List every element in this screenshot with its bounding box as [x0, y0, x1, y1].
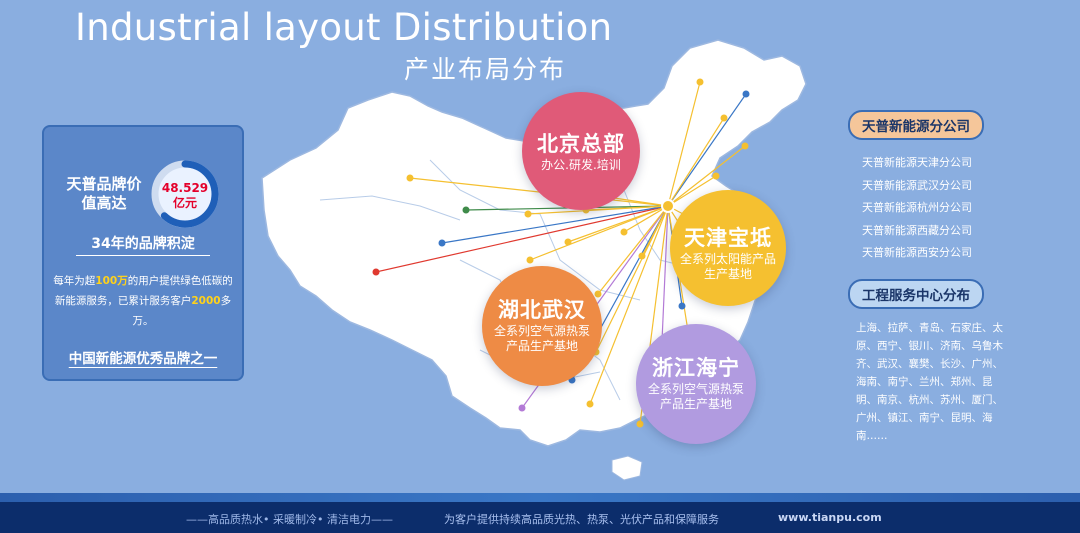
title-chinese: 产业布局分布	[404, 55, 567, 84]
list-item: 天普新能源西安分公司	[862, 246, 972, 259]
city-dot	[564, 238, 572, 246]
city-dot	[620, 228, 628, 236]
bubble-beijing-title: 北京总部	[537, 132, 625, 156]
bubble-zhejiang-title: 浙江海宁	[652, 356, 740, 380]
brand-value-label: 天普品牌价值高达	[66, 175, 142, 212]
divider-line	[76, 255, 210, 256]
bubble-tianjin-title: 天津宝坻	[684, 226, 772, 250]
branches-heading: 天普新能源分公司	[848, 110, 984, 140]
city-dot	[696, 78, 704, 86]
route-line	[597, 205, 669, 295]
route-line	[667, 145, 746, 207]
hub-beijing	[661, 199, 675, 213]
city-dot	[678, 302, 686, 310]
service-heading: 工程服务中心分布	[848, 278, 984, 309]
city-dot	[518, 404, 526, 412]
bubble-zhejiang-sub: 全系列空气源热泵产品生产基地	[647, 382, 744, 411]
bubble-beijing-sub: 办公.研发.培训	[541, 158, 621, 172]
brand-heritage: 34年的品牌积淀	[91, 236, 195, 252]
bubble-beijing: 北京总部 办公.研发.培训	[522, 92, 640, 210]
city-dot	[524, 210, 532, 218]
route-line	[585, 205, 669, 211]
route-line	[441, 205, 669, 244]
city-dot	[742, 90, 750, 98]
hainan-island	[611, 455, 643, 481]
route-line	[641, 205, 669, 257]
service-cities: 上海、拉萨、青岛、石家庄、太原、西宁、银川、济南、乌鲁木齐、武汉、襄樊、长沙、广…	[856, 321, 1003, 442]
route-line	[589, 205, 669, 405]
city-dot	[720, 114, 728, 122]
route-line	[375, 205, 669, 273]
bubble-hubei-sub: 全系列空气源热泵产品生产基地	[493, 324, 590, 353]
list-item: 天普新能源武汉分公司	[862, 178, 972, 192]
brand-description: 每年为超100万的用户提供绿色低碳的新能源服务，已累计服务客户2000多万。	[53, 275, 233, 327]
footer: ——高品质热水• 采暖制冷• 清洁电力—— 为客户提供持续高品质光热、热泵、光伏…	[0, 502, 1080, 533]
route-line	[667, 175, 717, 207]
route-line	[667, 81, 701, 207]
brand-slogan: 中国新能源优秀品牌之一	[68, 351, 218, 367]
route-line	[667, 93, 747, 207]
footer-url-link[interactable]: www.tianpu.com	[778, 511, 882, 524]
city-dot	[594, 290, 602, 298]
right-panel: 天普新能源分公司 天普新能源天津分公司 天普新能源武汉分公司 天普新能源杭州分公…	[848, 110, 1048, 445]
city-dot	[636, 420, 644, 428]
city-dot	[638, 252, 646, 260]
city-dot	[438, 239, 446, 247]
bubble-tianjin-sub: 全系列太阳能产品生产基地	[680, 252, 777, 281]
route-line	[623, 205, 669, 233]
bubble-zhejiang: 浙江海宁 全系列空气源热泵产品生产基地	[636, 324, 756, 444]
list-item: 天普新能源杭州分公司	[862, 201, 972, 214]
branch-list: 天普新能源天津分公司 天普新能源武汉分公司 天普新能源杭州分公司 天普新能源西藏…	[862, 152, 1048, 265]
city-dot	[462, 206, 470, 214]
city-dot	[712, 172, 720, 180]
city-dot	[586, 400, 594, 408]
bubble-hubei-title: 湖北武汉	[498, 298, 586, 322]
list-item: 天普新能源天津分公司	[862, 156, 972, 169]
city-dot	[741, 142, 749, 150]
list-item: 天普新能源西藏分公司	[862, 223, 972, 237]
gauge-ring-icon	[151, 160, 219, 228]
bubble-tianjin: 天津宝坻 全系列太阳能产品生产基地	[670, 190, 786, 306]
route-line	[667, 117, 725, 207]
footer-tagline: ——高品质热水• 采暖制冷• 清洁电力——	[186, 513, 393, 526]
route-line	[529, 205, 669, 261]
city-dot	[526, 256, 534, 264]
bubble-hubei: 湖北武汉 全系列空气源热泵产品生产基地	[482, 266, 602, 386]
title-english: Industrial layout Distribution	[75, 6, 613, 49]
footer-service-text: 为客户提供持续高品质光热、热泵、光伏产品和保障服务	[444, 513, 719, 526]
footer-strip	[0, 493, 1080, 502]
city-dot	[372, 268, 380, 276]
city-dot	[406, 174, 414, 182]
